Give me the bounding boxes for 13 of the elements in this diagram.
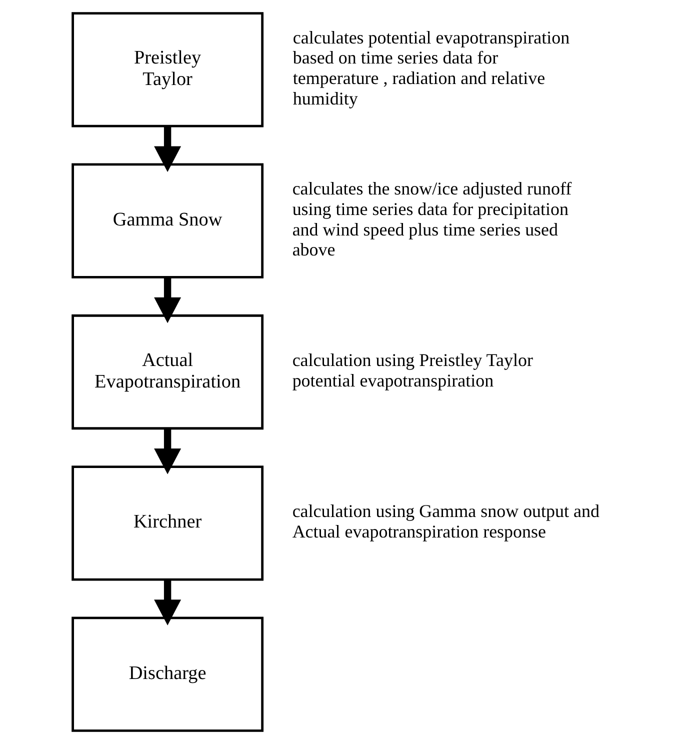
arrow bbox=[154, 277, 181, 324]
arrow bbox=[154, 126, 181, 172]
node-label: calculates potential evapotranspiration based on time series data for temperature , radiation and relative humidity bbox=[292, 27, 570, 108]
node-label: calculates the snow/ice adjusted runoff using time series data for precipitation and wind speed plus time series used above bbox=[292, 178, 572, 260]
node-box: Discharge bbox=[71, 616, 264, 732]
node-box: Gamma Snow bbox=[71, 163, 264, 278]
node-label: calculation using Gamma snow output and Actual evapotranspiration response bbox=[292, 501, 600, 542]
node-box: Kirchner bbox=[71, 466, 264, 581]
arrow bbox=[154, 580, 181, 626]
node-box: Preistley Taylor bbox=[71, 12, 264, 128]
node-label: calculation using Preistley Taylor potential evapotranspiration bbox=[292, 350, 532, 390]
arrow bbox=[154, 428, 181, 474]
node-box: Actual Evapotranspiration bbox=[71, 314, 264, 430]
